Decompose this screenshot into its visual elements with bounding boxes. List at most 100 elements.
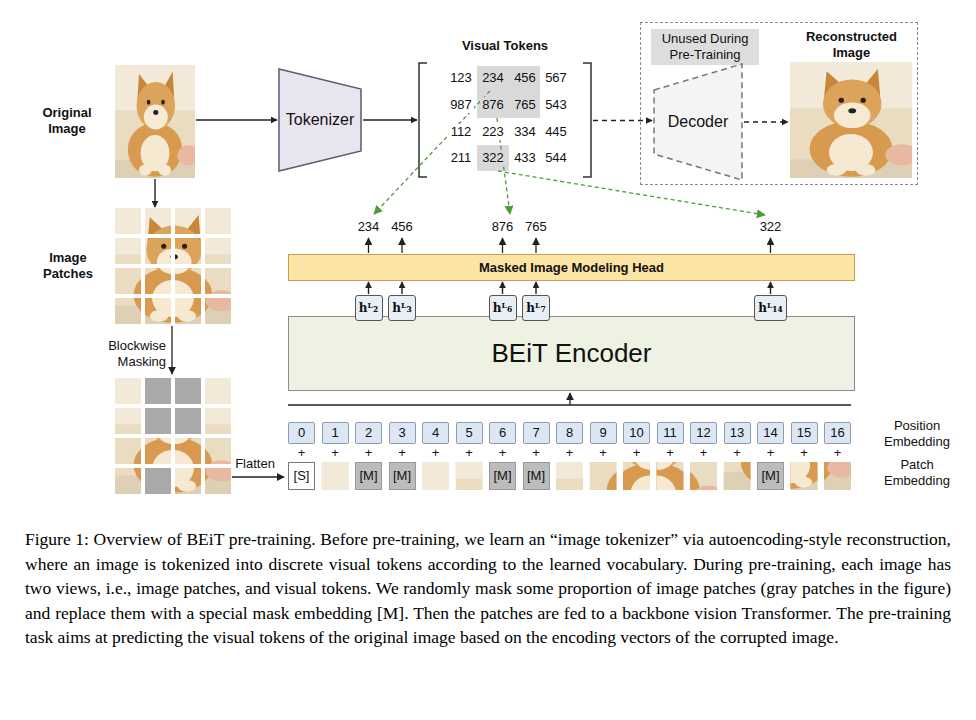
plus-sign: + xyxy=(532,445,540,461)
predicted-token: 456 xyxy=(389,219,415,235)
token-cell: 543 xyxy=(543,97,569,113)
trapezoid xyxy=(279,69,361,171)
node-label: Reconstructed Image xyxy=(789,29,914,61)
node-label: 9 xyxy=(599,425,606,441)
position-embedding: 10 xyxy=(623,422,650,444)
node-label: hᴸ₁₄ xyxy=(758,301,783,315)
patch-gaps xyxy=(114,377,232,495)
node-label: Masked Image Modeling Head xyxy=(479,260,664,276)
row-label: Position Embedding xyxy=(878,418,956,450)
position-embedding: 6 xyxy=(489,422,516,444)
hidden-state-box: hᴸ₂ xyxy=(355,295,383,321)
node-label: Unused During Pre-Training xyxy=(651,29,759,65)
masked-patch xyxy=(175,408,201,434)
hidden-state-box: hᴸ₁₄ xyxy=(754,295,787,321)
node-label: 0 xyxy=(298,425,305,441)
plus-sign: + xyxy=(432,445,440,461)
flatten-arrow xyxy=(232,476,284,477)
plus-sign: + xyxy=(800,445,808,461)
predicted-token: 234 xyxy=(356,219,382,235)
token-cell: 987 xyxy=(448,97,474,113)
arrow-connector xyxy=(196,119,277,120)
node-label: [M] xyxy=(359,468,377,484)
hidden-state-box: hᴸ₃ xyxy=(388,295,416,321)
gap xyxy=(114,264,232,268)
token-cell: 211 xyxy=(449,150,474,166)
position-embedding: 5 xyxy=(456,422,483,444)
token-cell: 567 xyxy=(543,70,569,86)
position-embedding: 1 xyxy=(322,422,349,444)
position-embedding: 8 xyxy=(556,422,583,444)
arrow-connector xyxy=(154,179,155,207)
output-arrow xyxy=(401,238,402,253)
token-highlight xyxy=(477,66,540,118)
predicted-token: 322 xyxy=(758,219,784,235)
masked-patch xyxy=(175,378,201,404)
position-embedding: 2 xyxy=(355,422,382,444)
node-label: 15 xyxy=(797,425,811,441)
plus-sign: + xyxy=(599,445,607,461)
node-label: [M] xyxy=(393,468,411,484)
masked-patch xyxy=(145,378,171,404)
position-embedding: 4 xyxy=(422,422,449,444)
masked-photo xyxy=(115,378,238,494)
plus-sign: + xyxy=(398,445,406,461)
node-label: 16 xyxy=(830,425,844,441)
node-label: hᴸ₆ xyxy=(493,301,512,315)
mim-head: Masked Image Modeling Head xyxy=(288,254,855,281)
original-image: Original Image xyxy=(115,65,195,178)
node-label: 11 xyxy=(663,425,677,441)
decoder-trapezoid: Decoder xyxy=(653,63,743,181)
arrow-connector xyxy=(770,282,771,294)
output-arrow xyxy=(502,238,503,253)
plus-sign: + xyxy=(566,445,574,461)
mask-token-box: [M] xyxy=(489,462,516,490)
trapezoid xyxy=(654,64,742,180)
arrow-connector xyxy=(744,121,788,122)
input-arrow xyxy=(569,393,570,405)
hidden-state-box: hᴸ₆ xyxy=(489,295,517,321)
token-cell: 765 xyxy=(512,97,538,113)
node-label: Decoder xyxy=(668,113,728,131)
gap xyxy=(114,464,232,468)
position-embedding: 11 xyxy=(657,422,684,444)
masked-patch xyxy=(145,468,171,494)
plus-sign: + xyxy=(365,445,373,461)
node-label: hᴸ₃ xyxy=(392,301,411,315)
head-output-arrows xyxy=(369,238,771,253)
plus-sign: + xyxy=(733,445,741,461)
figure-caption: Figure 1: Overview of BEiT pre-training.… xyxy=(25,527,951,650)
arrow-connector xyxy=(368,282,369,294)
node-label: [M] xyxy=(527,468,545,484)
node-label: 3 xyxy=(398,425,405,441)
masked-patch xyxy=(145,408,171,434)
position-embedding: 16 xyxy=(824,422,851,444)
mask-token-box: [M] xyxy=(523,462,550,490)
token-cell: 223 xyxy=(480,124,506,140)
token-cell: 433 xyxy=(512,150,538,166)
arrow-connector xyxy=(401,282,402,294)
arrow-connector xyxy=(593,120,652,121)
token-cell: 334 xyxy=(512,124,538,140)
output-arrow xyxy=(770,238,771,253)
token-cell: 234 xyxy=(480,70,506,86)
arrow-connector xyxy=(535,282,536,294)
token-cell: 544 xyxy=(543,150,569,166)
node-label: 4 xyxy=(432,425,439,441)
mask-token-box: [M] xyxy=(389,462,416,490)
plus-sign: + xyxy=(666,445,674,461)
unused-region: Unused During Pre-TrainingDecoder Reconst… xyxy=(640,22,918,185)
token-cell: 456 xyxy=(512,70,538,86)
position-embedding: 7 xyxy=(523,422,550,444)
plus-sign: + xyxy=(767,445,775,461)
token-cell: 322 xyxy=(480,150,506,166)
node-label: 1 xyxy=(331,425,338,441)
position-embedding: 3 xyxy=(389,422,416,444)
node-label: 5 xyxy=(465,425,472,441)
masking-arrow xyxy=(171,326,172,374)
node-label: 8 xyxy=(566,425,573,441)
node-label: Visual Tokens xyxy=(418,38,592,54)
original-photo xyxy=(115,65,200,178)
encoder-box: BEiT Encoder xyxy=(288,316,855,391)
